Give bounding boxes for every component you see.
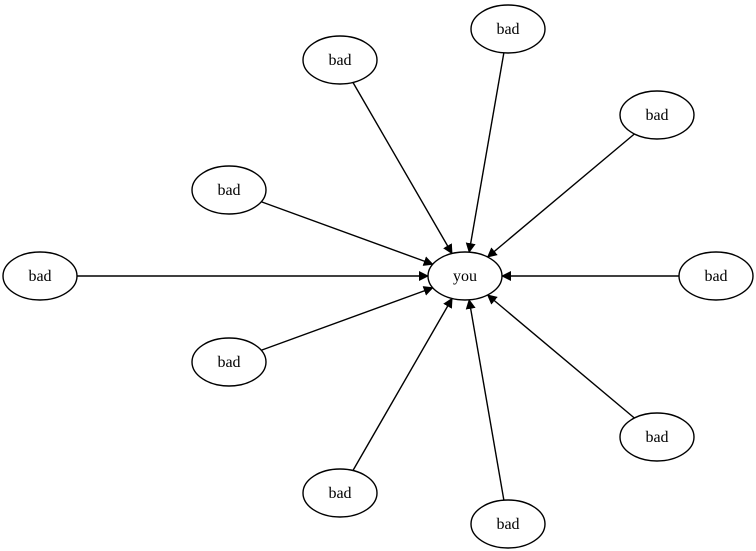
edge-bad-top-2-to-you bbox=[465, 52, 505, 254]
edge-bad-top-right-to-you bbox=[486, 133, 635, 258]
node-ellipse bbox=[678, 251, 754, 301]
node-bad-lower-left: bad bbox=[191, 337, 267, 387]
node-bad-upper-left: bad bbox=[191, 165, 267, 215]
node-you: you bbox=[427, 251, 503, 301]
edge-bad-bottom-2-to-you bbox=[465, 298, 505, 501]
edge-bad-bottom-right-to-you bbox=[486, 294, 635, 419]
node-bad-bottom-2: bad bbox=[470, 499, 546, 549]
node-label: bad bbox=[328, 52, 351, 69]
node-ellipse bbox=[2, 251, 78, 301]
node-ellipse bbox=[619, 90, 695, 140]
node-label: bad bbox=[704, 268, 727, 285]
nodes-layer: you bad bad bad bad bad bad bad bad bad bad bbox=[2, 4, 754, 549]
node-ellipse bbox=[470, 4, 546, 54]
node-label: bad bbox=[28, 268, 51, 285]
node-ellipse bbox=[619, 412, 695, 462]
node-ellipse bbox=[302, 35, 378, 85]
node-label: bad bbox=[645, 429, 668, 446]
node-ellipse bbox=[470, 499, 546, 549]
node-ellipse bbox=[302, 468, 378, 518]
edge-bad-bottom-1-to-you bbox=[352, 297, 453, 471]
node-label: you bbox=[453, 268, 477, 285]
node-ellipse bbox=[427, 251, 503, 301]
node-label: bad bbox=[496, 516, 519, 533]
node-ellipse bbox=[191, 165, 267, 215]
node-label: bad bbox=[328, 485, 351, 502]
node-ellipse bbox=[191, 337, 267, 387]
node-label: bad bbox=[217, 354, 240, 371]
edges-layer bbox=[77, 52, 679, 501]
edge-bad-upper-left-to-you bbox=[261, 201, 434, 266]
node-bad-bottom-right: bad bbox=[619, 412, 695, 462]
node-bad-bottom-1: bad bbox=[302, 468, 378, 518]
edge-bad-top-1-to-you bbox=[352, 82, 453, 255]
node-bad-top-2: bad bbox=[470, 4, 546, 54]
node-bad-top-1: bad bbox=[302, 35, 378, 85]
node-bad-right: bad bbox=[678, 251, 754, 301]
edge-bad-lower-left-to-you bbox=[261, 286, 434, 351]
node-label: bad bbox=[217, 182, 240, 199]
node-bad-left: bad bbox=[2, 251, 78, 301]
node-bad-top-right: bad bbox=[619, 90, 695, 140]
node-label: bad bbox=[496, 21, 519, 38]
node-label: bad bbox=[645, 107, 668, 124]
